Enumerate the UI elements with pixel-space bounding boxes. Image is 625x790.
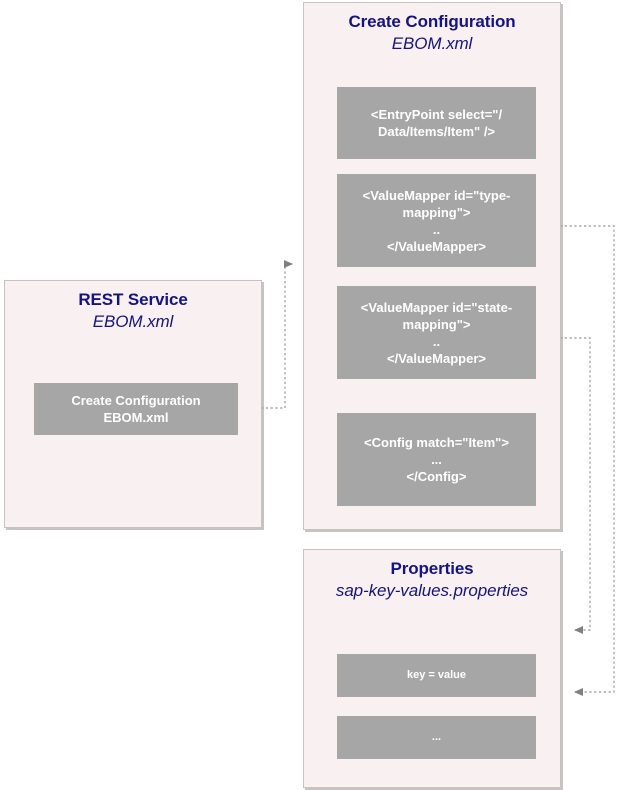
panel-create-configuration[interactable]: Create Configuration EBOM.xml <EntryPoin… [303, 2, 561, 530]
panel-create-configuration-title: Create Configuration [348, 12, 516, 31]
panel-rest-service-title: REST Service [78, 290, 188, 309]
panel-create-configuration-subtitle: EBOM.xml [391, 34, 473, 53]
panel-properties-subtitle: sap-key-values.properties [335, 581, 529, 600]
panel-rest-service-subtitle: EBOM.xml [92, 312, 174, 331]
box-valuemapper-type-mapping[interactable]: <ValueMapper id="type- mapping"> .. </Va… [337, 174, 536, 267]
box-config-match-item[interactable]: <Config match="Item"> ... </Config> [337, 413, 536, 506]
panel-properties[interactable]: Properties sap-key-values.properties key… [303, 549, 561, 788]
box-entrypoint[interactable]: <EntryPoint select="/ Data/Items/Item" /… [337, 87, 536, 159]
panel-rest-service[interactable]: REST Service EBOM.xml Create Configurati… [4, 280, 262, 528]
box-properties-ellipsis[interactable]: ... [337, 716, 536, 759]
box-create-configuration-call[interactable]: Create Configuration EBOM.xml [34, 383, 238, 435]
panel-properties-title: Properties [390, 559, 474, 578]
box-valuemapper-state-mapping[interactable]: <ValueMapper id="state- mapping"> .. </V… [337, 286, 536, 379]
box-key-value[interactable]: key = value [337, 654, 536, 697]
